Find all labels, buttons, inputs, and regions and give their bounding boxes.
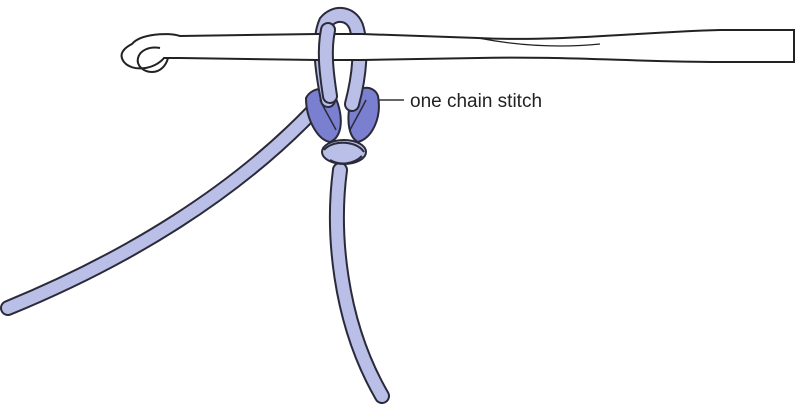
loop-front-strand (326, 30, 330, 96)
slip-knot (322, 140, 366, 164)
crochet-hook (122, 30, 794, 72)
chain-stitch-loop (306, 88, 379, 142)
annotation-label: one chain stitch (410, 91, 542, 112)
yarn-tail-strand (337, 170, 382, 396)
working-yarn-strand (8, 112, 312, 308)
